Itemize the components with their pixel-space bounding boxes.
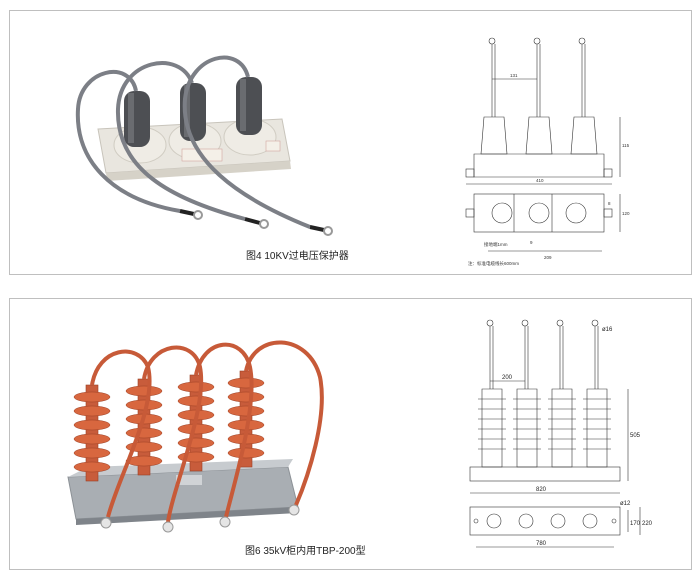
dim-inner-label: 170 [630, 521, 641, 527]
product-photo-35kv-tbp200 [67, 340, 324, 533]
technical-drawing-35kv: ø16 200 505 820 ø12 170 220 780 [469, 319, 653, 548]
figure-4-panel: 图4 10KV过电压保护器 [9, 10, 692, 275]
product-photo-10kv-protector [75, 55, 333, 236]
ground-note: 接地端1mm [484, 241, 508, 248]
dim-bottom-a-label: 9 [530, 240, 533, 245]
dim-outer-label: 220 [642, 521, 653, 527]
dim-total-label: 820 [536, 487, 547, 493]
dim-height-label: 505 [630, 433, 641, 439]
dim-total-label: 410 [536, 178, 544, 183]
figure-6-caption: 图6 35kV柜内用TBP-200型 [245, 546, 366, 557]
dim-base-label: 780 [536, 541, 547, 547]
dim-spacing-label: 200 [502, 375, 513, 381]
dim-hole-label: ø12 [620, 501, 631, 507]
figure-6-panel: 图6 35kV柜内用TBP-200型 [9, 298, 692, 570]
dim-width-label: 120 [622, 211, 630, 216]
dim-terminal-label: ø16 [602, 327, 613, 333]
dim-height-label: 115 [622, 143, 630, 148]
dim-small-label: 8 [608, 201, 611, 206]
figure-4-caption: 图4 10KV过电压保护器 [246, 251, 349, 262]
cable-note: 注：标准电缆线长600mm [468, 260, 519, 267]
dim-spacing-label: 131 [510, 73, 518, 78]
technical-drawing-10kv: 131 115 410 120 8 9 209 接地端1mm 注：标准电缆线长6… [465, 37, 630, 267]
dim-bottom-b-label: 209 [544, 255, 552, 260]
